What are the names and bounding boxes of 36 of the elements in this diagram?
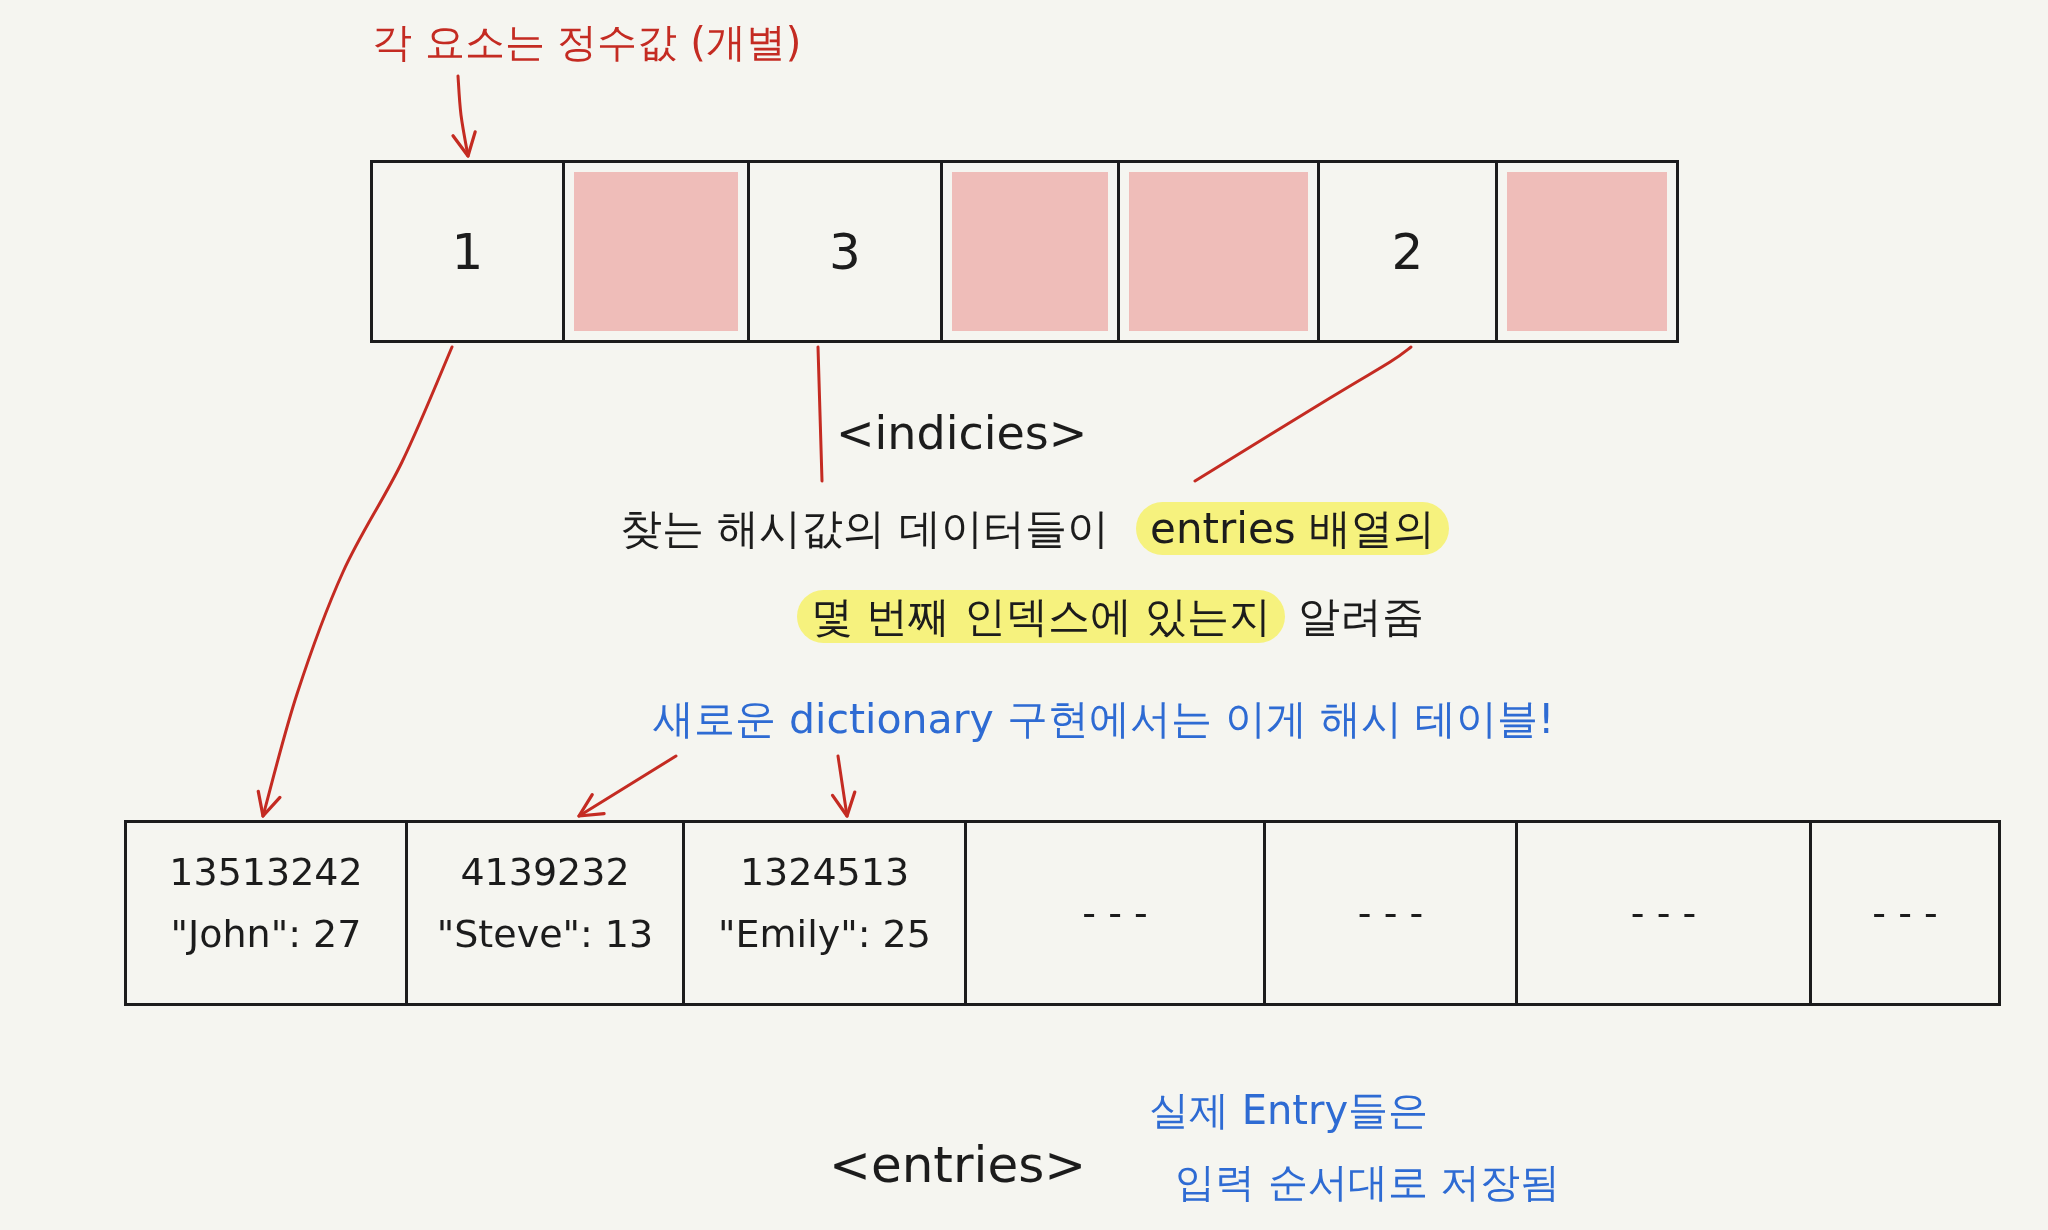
- leader-line: [1193, 345, 1413, 483]
- cell-value: 3: [829, 221, 861, 283]
- array-caption: <indicies>: [836, 405, 1088, 462]
- cell-value: - - -: [1630, 890, 1697, 937]
- entry-text: "Emily": 25: [718, 911, 931, 958]
- arrow: [451, 74, 477, 158]
- array-cell: [940, 160, 1120, 343]
- note-text: 새로운 dictionary 구현에서는 이게 해시 테이블!: [653, 686, 1555, 752]
- entry-text: "John": 27: [170, 911, 362, 958]
- annotation-text: 각 요소는 정수값 (개별): [372, 12, 802, 72]
- array-cell: [562, 160, 750, 343]
- array-cell: [124, 820, 408, 1006]
- array-cell: [1117, 160, 1320, 343]
- array-cell: [1495, 160, 1679, 343]
- cell-value: - - -: [1357, 890, 1424, 937]
- leader-line: [816, 345, 824, 483]
- array-cell: [1809, 820, 2001, 1006]
- hash-value: 13513242: [169, 849, 363, 896]
- array-cell: [682, 820, 967, 1006]
- arrow: [830, 754, 857, 818]
- array-cell: [405, 820, 685, 1006]
- hash-value: 4139232: [460, 849, 630, 896]
- cell-value: - - -: [1082, 890, 1148, 937]
- array-cell: [1515, 820, 1812, 1006]
- hash-value: 1324513: [739, 849, 910, 896]
- array-cell: [1263, 820, 1518, 1006]
- arrow: [256, 345, 454, 818]
- arrow: [577, 754, 678, 818]
- array-caption: <entries>: [829, 1135, 1087, 1196]
- cell-value: 2: [1391, 221, 1424, 283]
- note-text: 찾는 해시값의 데이터들이 entries 배열의 몇 번째 인덱스에 있는지 알려줌: [620, 485, 1449, 661]
- entry-text: "Steve": 13: [436, 911, 654, 958]
- note-text: 실제 Entry들은 입력 순서대로 저장됨: [1149, 1086, 1561, 1207]
- cell-value: - - -: [1872, 890, 1938, 937]
- cell-value: 1: [451, 221, 484, 283]
- array-cell: [964, 820, 1266, 1006]
